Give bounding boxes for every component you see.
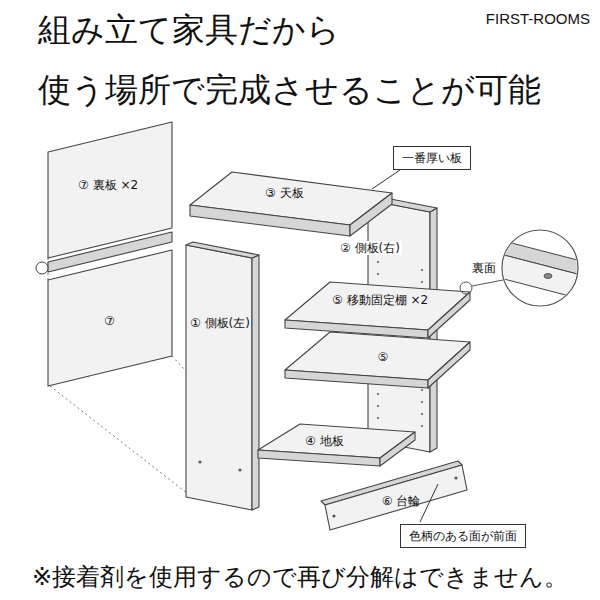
detail-circle (460, 282, 472, 294)
pin-hole (421, 425, 423, 427)
shelf-side (428, 342, 470, 388)
top-board-front (190, 205, 350, 236)
side-panel-left-edge (252, 255, 259, 510)
shelf-front (285, 370, 428, 388)
part-label: ④ 地板 (305, 434, 344, 448)
leader-line (472, 280, 503, 286)
part-label: ⑦ 裏板 ×2 (78, 178, 138, 192)
pin-hole (421, 413, 423, 415)
shelf-underside (500, 254, 585, 300)
screw-hole (332, 514, 335, 517)
brand-name: FIRST-ROOMS (486, 10, 590, 28)
part-label: ① 側板(左) (190, 316, 250, 330)
leader-line (420, 484, 438, 522)
part-label: ③ 天板 (265, 186, 304, 200)
pin-hole (377, 405, 379, 407)
caption-note: ※接着剤を使用するので再び分解はできません。 (32, 562, 568, 592)
shelf-underside-detail (500, 240, 585, 300)
pin-hole (377, 273, 379, 275)
screw-hole (238, 468, 241, 471)
callout-box: 色柄のある面が前面 (400, 524, 526, 548)
pin-hole (421, 269, 423, 271)
part-label: ⑤ 移動固定棚 ×2 (332, 293, 428, 307)
top-board-side (350, 193, 392, 236)
pin-hole (377, 417, 379, 419)
screw-hole (454, 476, 457, 479)
shelf-side (428, 292, 470, 338)
back-panel (48, 250, 172, 386)
floor-board-front (258, 450, 380, 466)
part-label: ② 側板(右) (338, 241, 402, 255)
pin-slot (544, 274, 552, 279)
parts (48, 122, 470, 530)
pin-hole (377, 261, 379, 263)
callout-text: 色柄のある面が前面 (409, 529, 517, 543)
floor-board-side (380, 432, 415, 466)
plinth (325, 465, 467, 530)
part-label: ⑤ (378, 350, 389, 364)
callout-text: 一番厚い板 (402, 151, 462, 165)
detail-circle (36, 262, 48, 274)
part-label: ⑥ 台輪 (382, 494, 421, 508)
part-label: ⑦ (104, 314, 115, 328)
guide-line (50, 386, 188, 494)
pin-hole (421, 389, 423, 391)
screw-hole (198, 460, 201, 463)
pin-hole (377, 393, 379, 395)
side-panel-left (186, 245, 252, 510)
pin-hole (421, 401, 423, 403)
pin-hole (421, 281, 423, 283)
callout-box: 一番厚い板 (393, 146, 471, 170)
side-panel-left-top (186, 242, 259, 258)
detail-label: 裏面 (472, 261, 496, 275)
leader-line (372, 170, 400, 189)
